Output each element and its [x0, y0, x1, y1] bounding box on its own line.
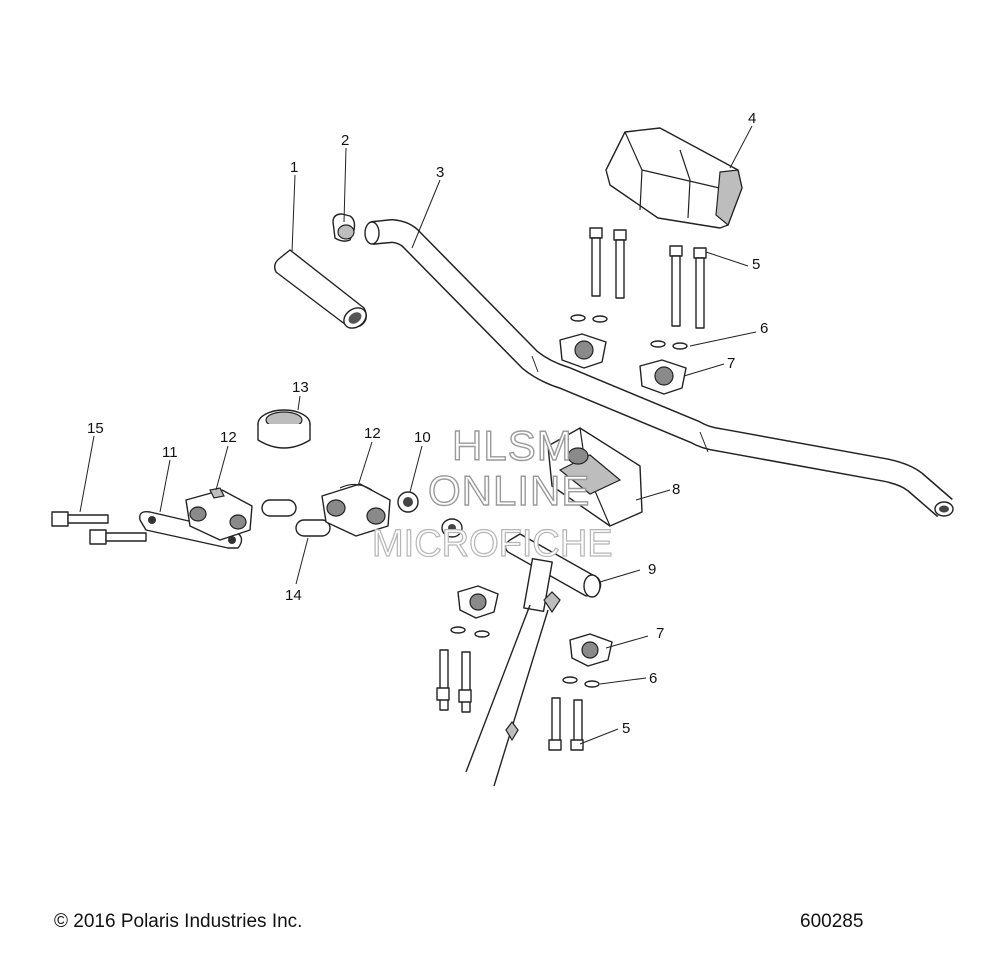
callout-7-bottom: 7 — [656, 625, 664, 642]
callout-5-bottom: 5 — [622, 720, 630, 737]
copyright-text: © 2016 Polaris Industries Inc. — [54, 911, 303, 932]
end-cap-part — [332, 213, 356, 242]
handlebar-part — [364, 219, 954, 518]
lower-right-clamp-hardware — [548, 633, 613, 751]
callout-6-bottom: 6 — [649, 670, 657, 687]
callout-4: 4 — [748, 110, 756, 127]
watermark-line-3: MICROFICHE — [372, 523, 613, 565]
diagram-number: 600285 — [800, 911, 864, 932]
handlebar-cover-part — [605, 127, 743, 229]
callout-labels: 1 2 3 4 5 6 7 8 9 7 6 5 10 12 12 13 11 1… — [87, 110, 768, 737]
callout-12-right: 12 — [364, 425, 381, 442]
callout-2: 2 — [341, 132, 349, 149]
watermark: HLSM ONLINE MICROFICHE — [371, 421, 613, 565]
callout-6-top: 6 — [760, 320, 768, 337]
leader-lines — [79, 125, 757, 745]
callout-9: 9 — [648, 561, 656, 578]
callout-7-top: 7 — [727, 355, 735, 372]
callout-3: 3 — [436, 164, 444, 181]
callout-13: 13 — [292, 379, 309, 396]
callout-10: 10 — [414, 429, 431, 446]
callout-11: 11 — [162, 444, 178, 461]
mount-bracket-part — [547, 427, 643, 527]
steering-column-part — [465, 533, 602, 787]
callout-12-left: 12 — [220, 429, 237, 446]
callout-5-top: 5 — [752, 256, 760, 273]
lower-left-clamp-hardware — [436, 585, 499, 713]
callout-8: 8 — [672, 481, 680, 498]
callout-15: 15 — [87, 420, 104, 437]
callout-1: 1 — [290, 159, 298, 176]
watermark-line-1: HLSM — [452, 422, 573, 469]
left-subassembly — [51, 409, 463, 549]
top-clamp-hardware — [559, 227, 707, 395]
grip-part — [273, 249, 367, 329]
callout-14: 14 — [285, 587, 302, 604]
watermark-line-2: ONLINE — [428, 467, 590, 514]
